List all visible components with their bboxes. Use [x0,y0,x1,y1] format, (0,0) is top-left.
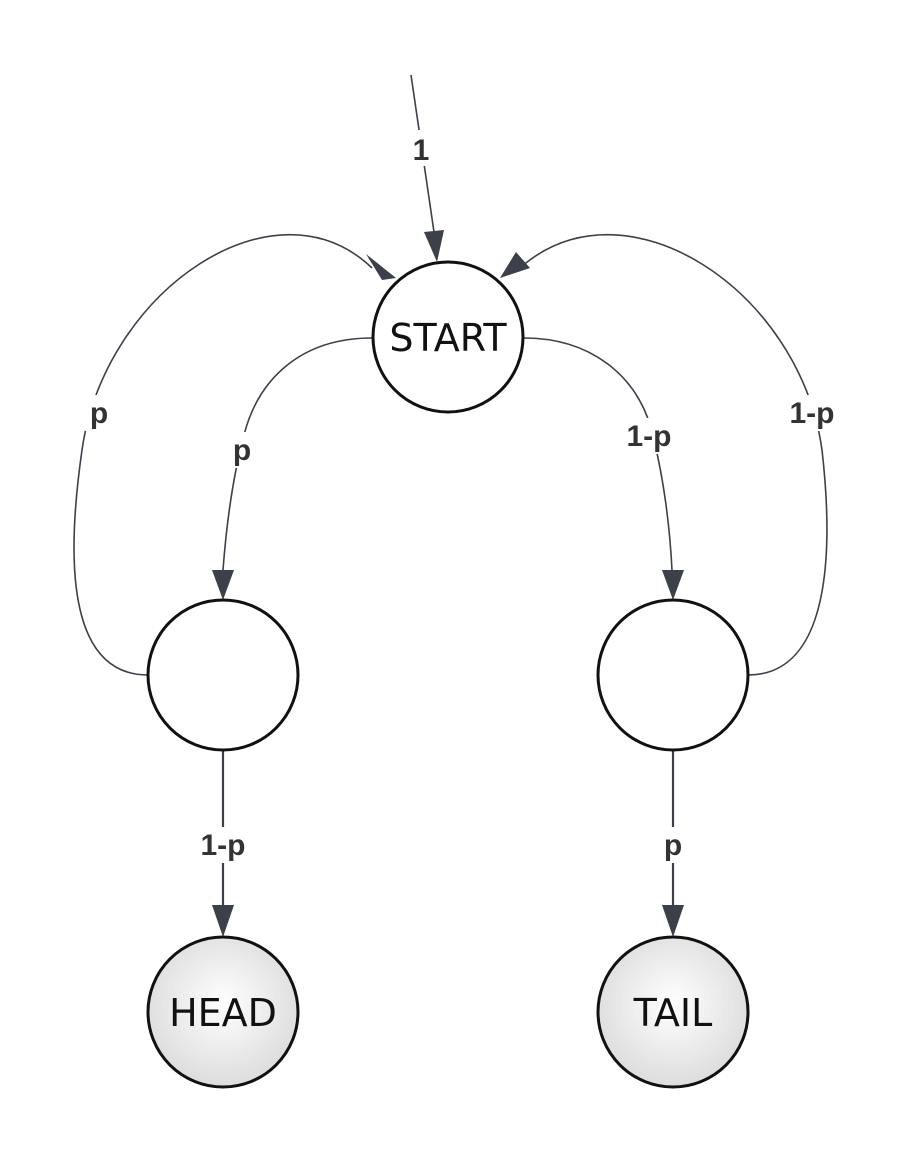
svg-text:1-p: 1-p [201,829,246,862]
svg-text:p: p [664,829,682,862]
node-start-label: START [389,316,507,360]
node-tails-branch [596,598,750,752]
edge-start-to-left [212,337,373,600]
node-tail: TAIL [596,935,750,1089]
svg-text:p: p [233,434,251,467]
edge-label-start-to-right: 1-p [620,418,678,454]
edge-label-start-to-left: p [228,432,256,468]
edge-entry [410,74,444,262]
svg-text:p: p [90,397,108,430]
edge-label-right-to-tail: p [659,827,687,863]
edge-label-left-to-head: 1-p [194,827,252,863]
node-head: HEAD [146,935,300,1089]
edge-label-left-back-to-start: p [85,395,113,431]
node-heads-branch [146,598,300,752]
svg-text:1: 1 [413,134,430,167]
node-tail-label: TAIL [633,991,713,1035]
svg-text:1-p: 1-p [790,397,835,430]
node-start: START [371,260,525,414]
edge-label-right-back-to-start: 1-p [783,395,841,431]
node-head-label: HEAD [169,991,277,1035]
edge-start-to-right [523,337,684,600]
edge-label-entry: 1 [408,130,434,167]
svg-text:1-p: 1-p [627,420,672,453]
